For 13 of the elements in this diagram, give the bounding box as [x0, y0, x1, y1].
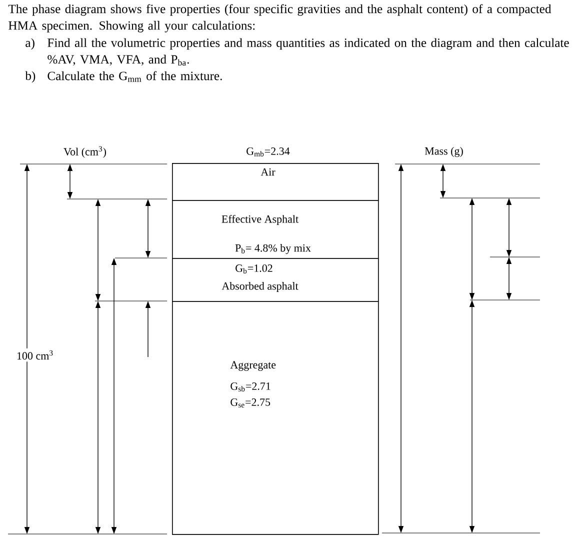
phase-band: G$_{b}$=1.02 Absorbed asphalt — [172, 258, 379, 302]
item-marker: b) — [25, 71, 36, 83]
item-marker: a) — [26, 38, 34, 50]
node-label: G$_{mb}$=2.34 — [246, 148, 290, 156]
axis-label: Vol (cm$^{3}$) — [64, 146, 106, 158]
phase-band: Aggregate G$_{sb}$=2.71 G$_{se}$=2.75 — [172, 301, 379, 535]
question-text: The phase diagram shows five properties (four specific gravities and the asphalt content) of a compacted HMA specimen. Showing all your calculations: — [8, 4, 552, 32]
dimension-label: 100 cm$^{3}$ — [17, 350, 53, 360]
question-text: Find all the volumetric properties and mass quantities as indicated on the diagram and then calculate %AV, VMA, VFA, and P$_{ba}$. — [48, 38, 569, 66]
phase-band: Air — [172, 163, 379, 201]
phase-band: Effective Asphalt P$_{b}$= 4.8% by mix — [172, 200, 379, 259]
question-text: Calculate the G$_{mm}$ of the mixture. — [48, 71, 222, 82]
axis-label: Mass (g) — [424, 147, 463, 157]
